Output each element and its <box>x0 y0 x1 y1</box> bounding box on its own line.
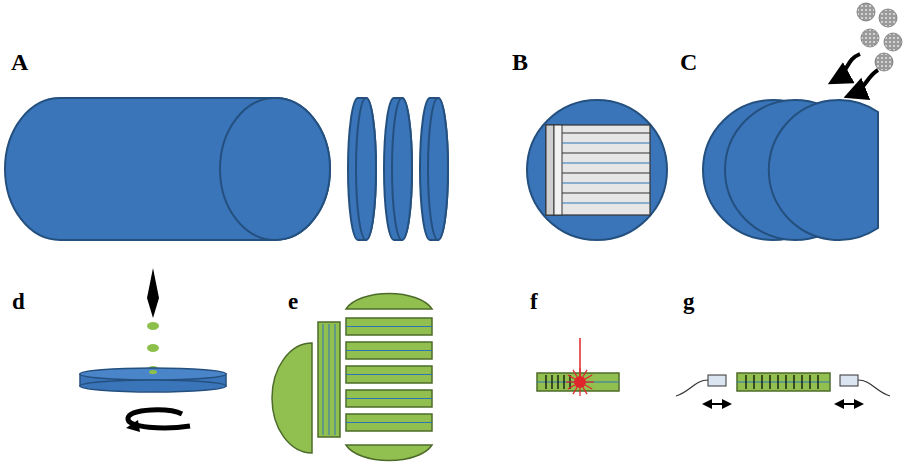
cylinder <box>5 98 330 240</box>
nanoparticles <box>857 3 902 71</box>
spin-coating <box>80 268 226 432</box>
panel-label: f <box>530 290 538 313</box>
laser-ablation <box>537 338 619 396</box>
fiber-measurement <box>676 373 890 404</box>
slices <box>348 98 448 240</box>
panel-label: g <box>683 290 695 313</box>
panel-label: A <box>11 50 28 74</box>
sliced-sample <box>272 293 432 460</box>
deposition-arrows <box>832 54 878 96</box>
disc-with-sample <box>527 100 667 240</box>
panel-label: C <box>680 50 697 74</box>
panel-label: d <box>12 290 25 313</box>
panel-label: e <box>288 290 298 313</box>
panel-label: B <box>512 50 528 74</box>
coated-discs <box>703 100 878 240</box>
